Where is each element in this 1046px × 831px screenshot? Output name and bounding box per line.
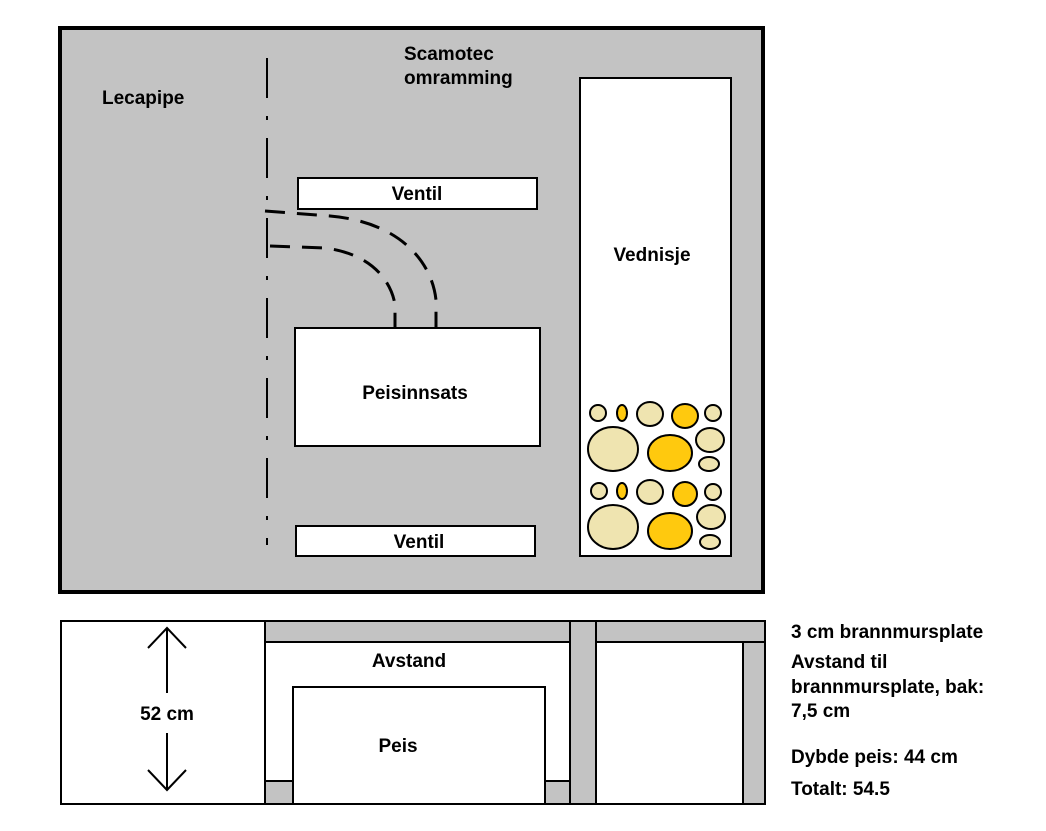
log	[647, 434, 693, 472]
log	[590, 482, 608, 500]
note-line6: Totalt: 54.5	[791, 779, 890, 800]
lecapipe-label: Lecapipe	[102, 88, 184, 109]
log	[647, 512, 693, 550]
log	[616, 482, 628, 500]
log	[696, 504, 726, 530]
flue-pipe-outer	[264, 209, 438, 330]
log	[616, 404, 628, 422]
log	[671, 403, 699, 429]
height-arrow	[147, 626, 187, 792]
firewall-plate-top	[264, 620, 766, 643]
floor-block-right	[544, 780, 571, 805]
log	[704, 404, 722, 422]
log	[695, 427, 725, 453]
note-line2: Avstand til	[791, 652, 887, 673]
vent-bottom-label: Ventil	[394, 532, 445, 553]
stove-label: Peis	[378, 736, 417, 757]
log	[636, 401, 664, 427]
firewall-plate-vertical	[569, 620, 597, 805]
wood-niche-label: Vednisje	[613, 245, 690, 266]
log	[672, 481, 698, 507]
gap-label: Avstand	[372, 651, 446, 672]
log	[704, 483, 722, 501]
note-line3: brannmursplate, bak:	[791, 677, 984, 698]
log	[636, 479, 664, 505]
log	[589, 404, 607, 422]
firewood-stack	[587, 401, 726, 550]
note-line1: 3 cm brannmursplate	[791, 622, 983, 643]
note-line5: Dybde peis: 44 cm	[791, 747, 958, 768]
floor-block-left	[264, 780, 294, 805]
log	[699, 534, 721, 550]
vent-top	[297, 177, 538, 210]
stove-body	[292, 686, 546, 805]
vent-bottom	[295, 525, 536, 557]
log	[587, 426, 639, 472]
insert-label: Peisinnsats	[362, 383, 468, 404]
fireplace-insert	[294, 327, 541, 447]
note-line4: 7,5 cm	[791, 701, 850, 722]
log	[698, 456, 720, 472]
firewall-plate-right	[742, 641, 766, 805]
wood-niche	[579, 77, 732, 557]
notes: 3 cm brannmursplate Avstand til brannmur…	[791, 622, 984, 800]
frame-label-line2: omramming	[404, 68, 513, 89]
height-label: 52 cm	[140, 704, 194, 725]
log	[587, 504, 639, 550]
vent-top-label: Ventil	[392, 184, 443, 205]
frame-label-line1: Scamotec	[404, 44, 494, 65]
section-view: 52 cm Avstand Peis	[60, 620, 766, 805]
